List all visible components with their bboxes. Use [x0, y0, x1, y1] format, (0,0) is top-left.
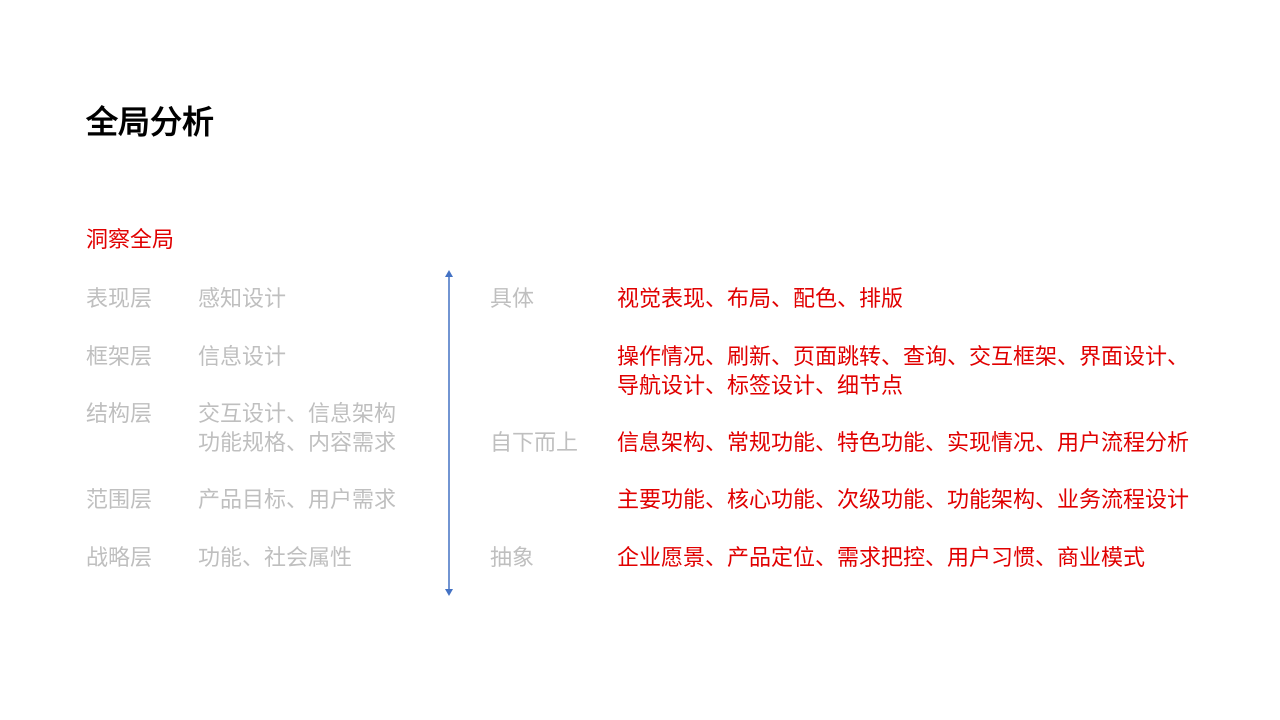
axis-label-bottom-up: 自下而上 [490, 431, 579, 456]
layer-name-strategy: 战略层 [86, 546, 153, 571]
slide-title: 全局分析 [86, 103, 215, 141]
detail-scope: 主要功能、核心功能、次级功能、功能架构、业务流程设计 [617, 488, 1190, 513]
layer-name-skeleton: 框架层 [86, 345, 153, 370]
axis-label-abstract: 抽象 [490, 546, 535, 571]
layer-desc-structure-line2: 功能规格、内容需求 [198, 431, 397, 456]
double-headed-vertical-arrow-icon [445, 270, 453, 596]
layer-desc-surface: 感知设计 [198, 287, 287, 312]
layer-desc-skeleton: 信息设计 [198, 345, 287, 370]
layer-name-surface: 表现层 [86, 287, 153, 312]
layer-desc-scope: 产品目标、用户需求 [198, 488, 397, 513]
layer-desc-strategy: 功能、社会属性 [198, 546, 353, 571]
detail-strategy: 企业愿景、产品定位、需求把控、用户习惯、商业模式 [617, 546, 1146, 571]
section-subtitle: 洞察全局 [86, 228, 175, 253]
layer-name-structure: 结构层 [86, 402, 153, 427]
detail-structure: 信息架构、常规功能、特色功能、实现情况、用户流程分析 [617, 431, 1190, 456]
axis-label-concrete: 具体 [490, 287, 535, 312]
detail-skeleton-line1: 操作情况、刷新、页面跳转、查询、交互框架、界面设计、 [617, 345, 1190, 370]
detail-surface: 视觉表现、布局、配色、排版 [617, 287, 904, 312]
layer-desc-structure-line1: 交互设计、信息架构 [198, 402, 397, 427]
layer-name-scope: 范围层 [86, 488, 153, 513]
detail-skeleton-line2: 导航设计、标签设计、细节点 [617, 374, 904, 399]
